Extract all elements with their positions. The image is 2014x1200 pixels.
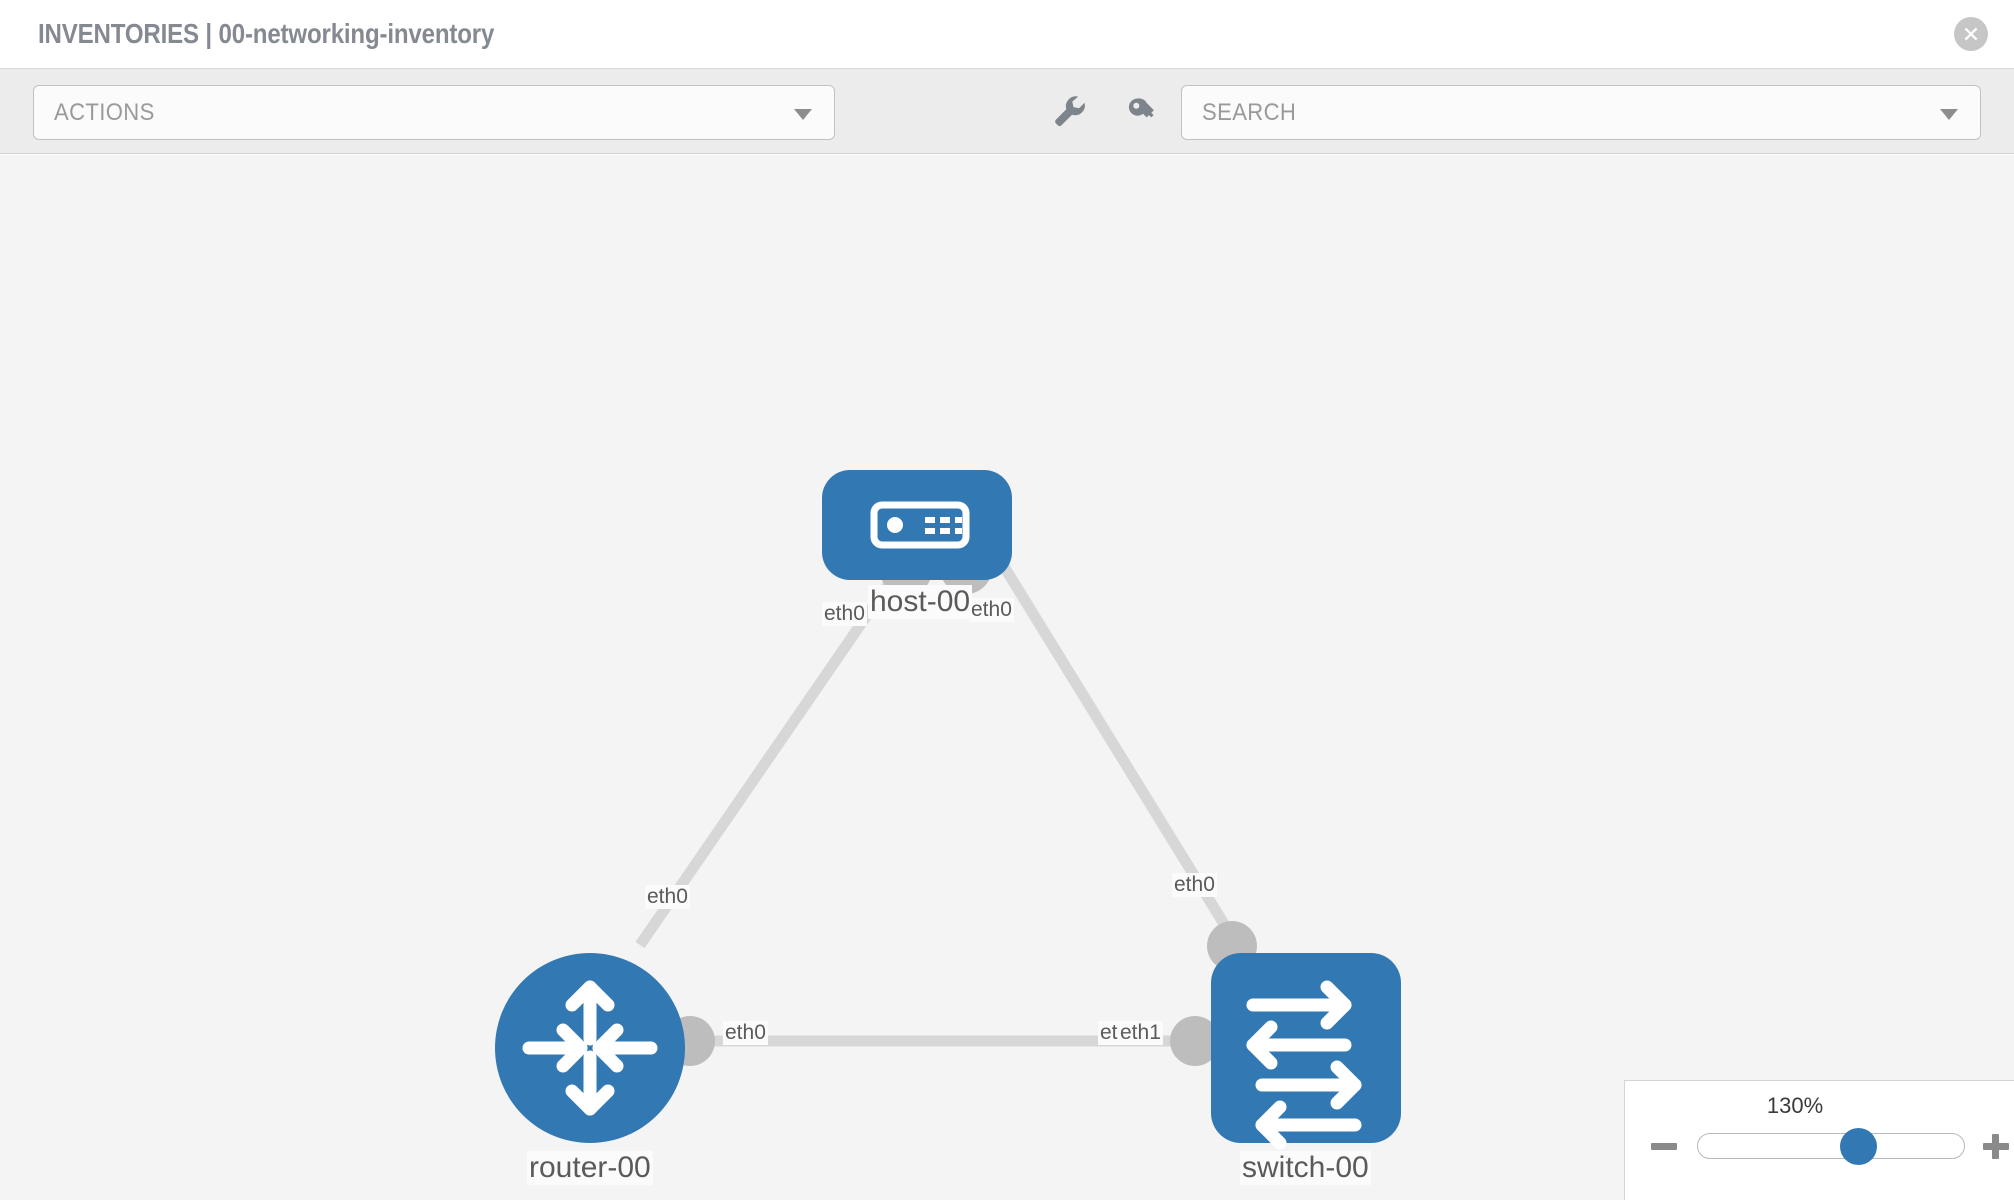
- topology-canvas[interactable]: eth0 eth0 eth0 eth0 eth0 eth0 eth1 host-…: [0, 155, 2014, 1200]
- link-host00-router00: [635, 556, 910, 949]
- key-icon[interactable]: [1122, 90, 1162, 135]
- zoom-in-button[interactable]: [1979, 1129, 2013, 1163]
- node-host-00: [822, 470, 1012, 580]
- server-icon: [870, 501, 970, 549]
- close-icon[interactable]: [1954, 17, 1988, 51]
- topology-graph: [495, 470, 1401, 1150]
- search-input[interactable]: SEARCH: [1181, 85, 1981, 140]
- page-title: INVENTORIES | 00-networking-inventory: [38, 18, 495, 49]
- actions-dropdown[interactable]: ACTIONS: [33, 85, 835, 140]
- topology-links: [635, 556, 1245, 1047]
- toolbar: ACTIONS SEARCH: [0, 68, 2014, 154]
- actions-dropdown-label: ACTIONS: [54, 98, 155, 126]
- zoom-control-panel: 130%: [1624, 1080, 2014, 1200]
- zoom-slider-row: [1625, 1128, 2014, 1165]
- router-arrows-icon: [522, 980, 658, 1116]
- chevron-down-icon[interactable]: [1940, 108, 1958, 120]
- node-router-00: [495, 953, 685, 1143]
- link-host00-switch00: [995, 557, 1245, 953]
- zoom-slider-thumb[interactable]: [1839, 1128, 1877, 1165]
- page-header: INVENTORIES | 00-networking-inventory: [0, 0, 2014, 68]
- switch-arrows-icon: [1246, 980, 1362, 1150]
- topology-connectors: [665, 542, 1257, 1066]
- zoom-slider[interactable]: [1697, 1128, 1965, 1165]
- toolbar-icon-group: [1048, 85, 1162, 140]
- node-switch-00: [1211, 953, 1401, 1150]
- zoom-level-label: 130%: [1766, 1093, 1824, 1118]
- wrench-icon[interactable]: [1048, 90, 1088, 135]
- connector-switch00-left: [1170, 1016, 1220, 1066]
- search-placeholder: SEARCH: [1202, 98, 1297, 126]
- zoom-out-button[interactable]: [1647, 1129, 1681, 1163]
- chevron-down-icon: [794, 108, 812, 120]
